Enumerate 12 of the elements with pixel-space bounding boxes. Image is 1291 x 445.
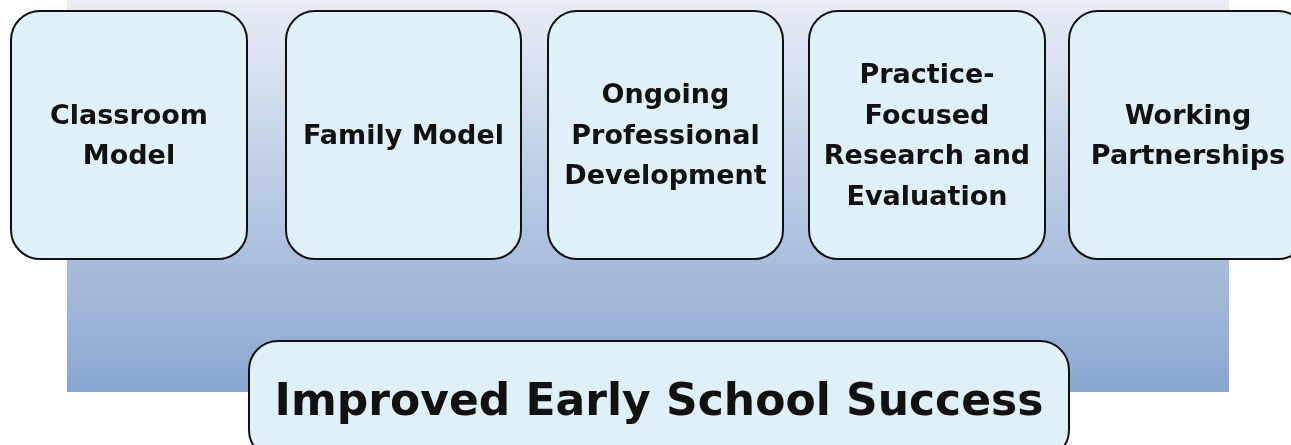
node-label: Family Model (302, 117, 504, 152)
node-label: Practice-Focused Research and Evaluation (822, 57, 1032, 213)
node-label: Improved Early School Success (274, 373, 1044, 427)
component-box (547, 10, 784, 260)
node-label: Working Partnerships (1089, 97, 1287, 172)
component-box (10, 10, 248, 260)
component-box (808, 10, 1046, 260)
component-box (285, 10, 522, 260)
node-label: Ongoing Professional Development (563, 77, 768, 193)
component-box (1068, 10, 1291, 260)
outcome-box (248, 340, 1070, 445)
node-label: Classroom Model (49, 97, 209, 172)
